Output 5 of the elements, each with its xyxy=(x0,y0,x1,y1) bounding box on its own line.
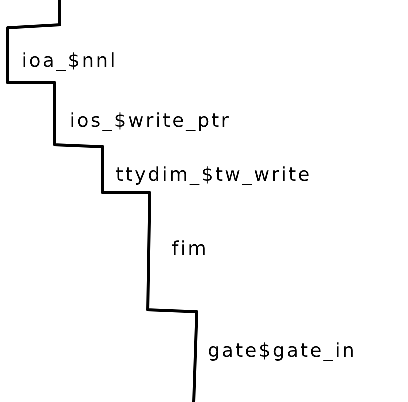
function-name: fim xyxy=(172,240,208,259)
function-name: ioa_$nnl xyxy=(22,52,118,71)
function-name: ttydim_$tw_write xyxy=(116,166,312,185)
function-name: gate$gate_in xyxy=(208,342,357,361)
function-name: ios_$write_ptr xyxy=(70,112,231,131)
